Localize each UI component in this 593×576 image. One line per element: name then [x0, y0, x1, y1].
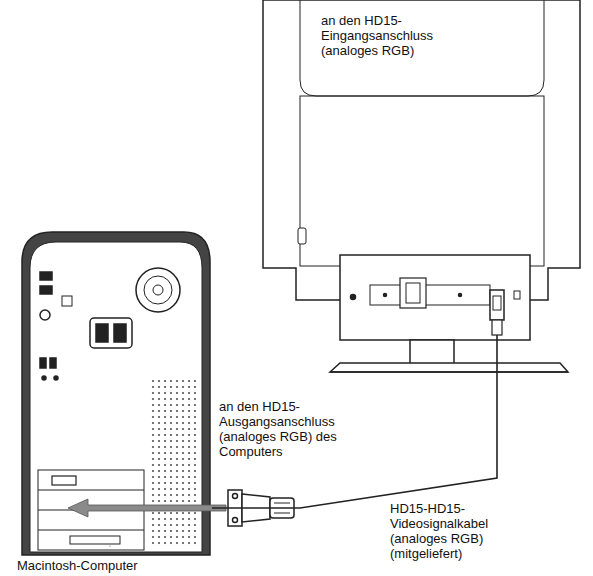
monitor-back: [263, 0, 580, 372]
port-label: an den HD15-Ausgangsanschluss (analoges …: [219, 400, 351, 460]
video-cable: [212, 335, 497, 508]
node-text: Macintosh-Computer: [17, 559, 207, 574]
insert-arrow: [68, 499, 226, 517]
computer-box: Macintosh-Computer: [22, 232, 212, 555]
cable-label: HD15-HD15-Videosignalkabel (analoges RGB…: [390, 502, 520, 562]
node-text: an den HD15-Eingangsanschluss (analoges …: [321, 14, 471, 59]
monitor-housing: an den HD15-Eingangsanschluss (analoges …: [263, 0, 580, 335]
